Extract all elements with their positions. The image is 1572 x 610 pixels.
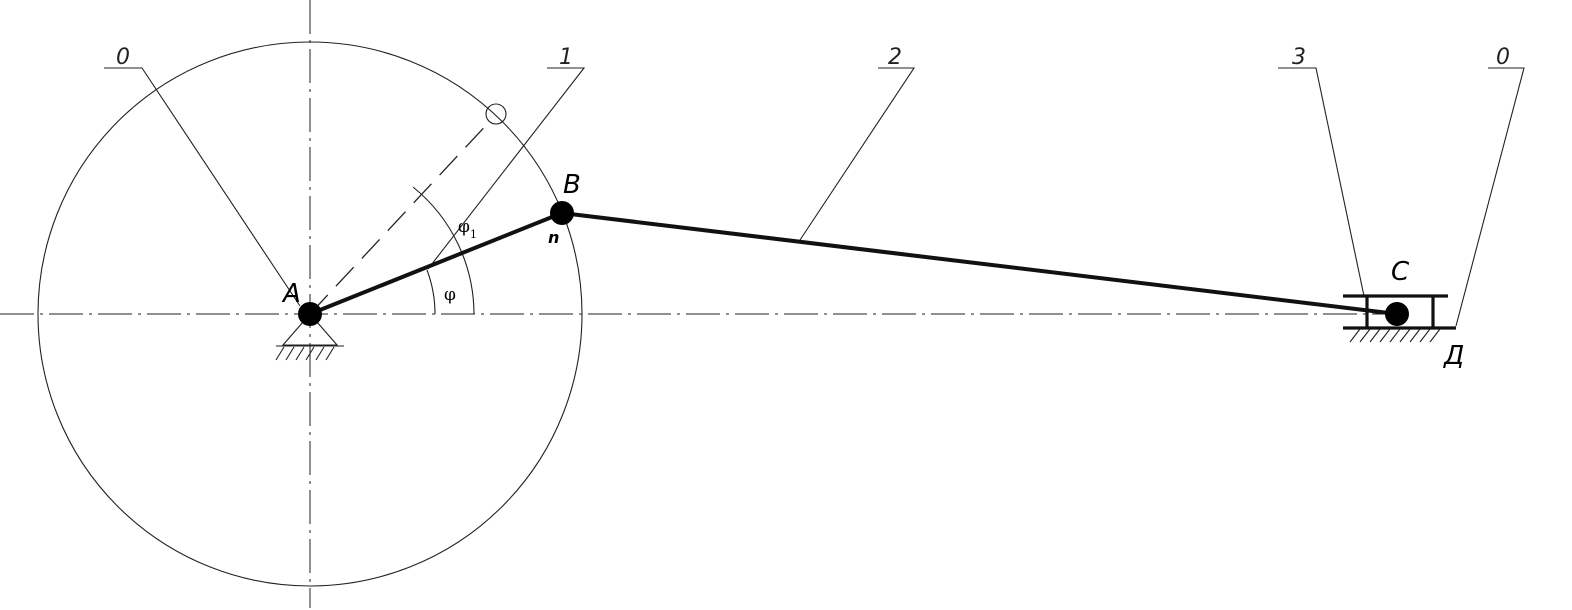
leader-ground-right <box>1455 67 1525 327</box>
point-label-d: Д <box>1443 341 1464 371</box>
slider-guide <box>1343 294 1456 343</box>
joint-b <box>550 201 574 225</box>
point-label-b: B <box>563 170 581 200</box>
joint-a <box>298 302 322 326</box>
rotation-mark-n: n <box>548 228 559 247</box>
joint-c <box>1385 302 1409 326</box>
angle-phi-arc <box>426 269 436 315</box>
leader-rod <box>799 67 916 241</box>
link-label-rod: 2 <box>888 45 902 70</box>
leader-slider <box>1278 67 1365 297</box>
angle-label-phi1-subscript: 1 <box>470 228 477 241</box>
leader-crank <box>427 67 586 270</box>
link-label-ground-right: 0 <box>1496 45 1510 70</box>
leader-lines <box>104 67 1525 327</box>
link-label-crank: 1 <box>559 45 573 70</box>
link-label-slider: 3 <box>1292 45 1306 70</box>
point-label-c: C <box>1391 257 1410 287</box>
crank-extreme-position-line <box>309 119 492 315</box>
fixed-support-a <box>275 313 344 361</box>
angle-label-phi1: φ <box>458 217 470 237</box>
connecting-rod-bc <box>560 211 1399 316</box>
angle-phi1-arc <box>412 186 475 315</box>
extreme-position-point-marker <box>485 103 507 125</box>
crank-link-ab <box>308 211 564 316</box>
link-label-ground-left: 0 <box>116 45 130 70</box>
angle-label-phi: φ <box>444 285 456 305</box>
point-label-a: A <box>281 279 301 309</box>
leader-ground-left <box>104 67 301 307</box>
